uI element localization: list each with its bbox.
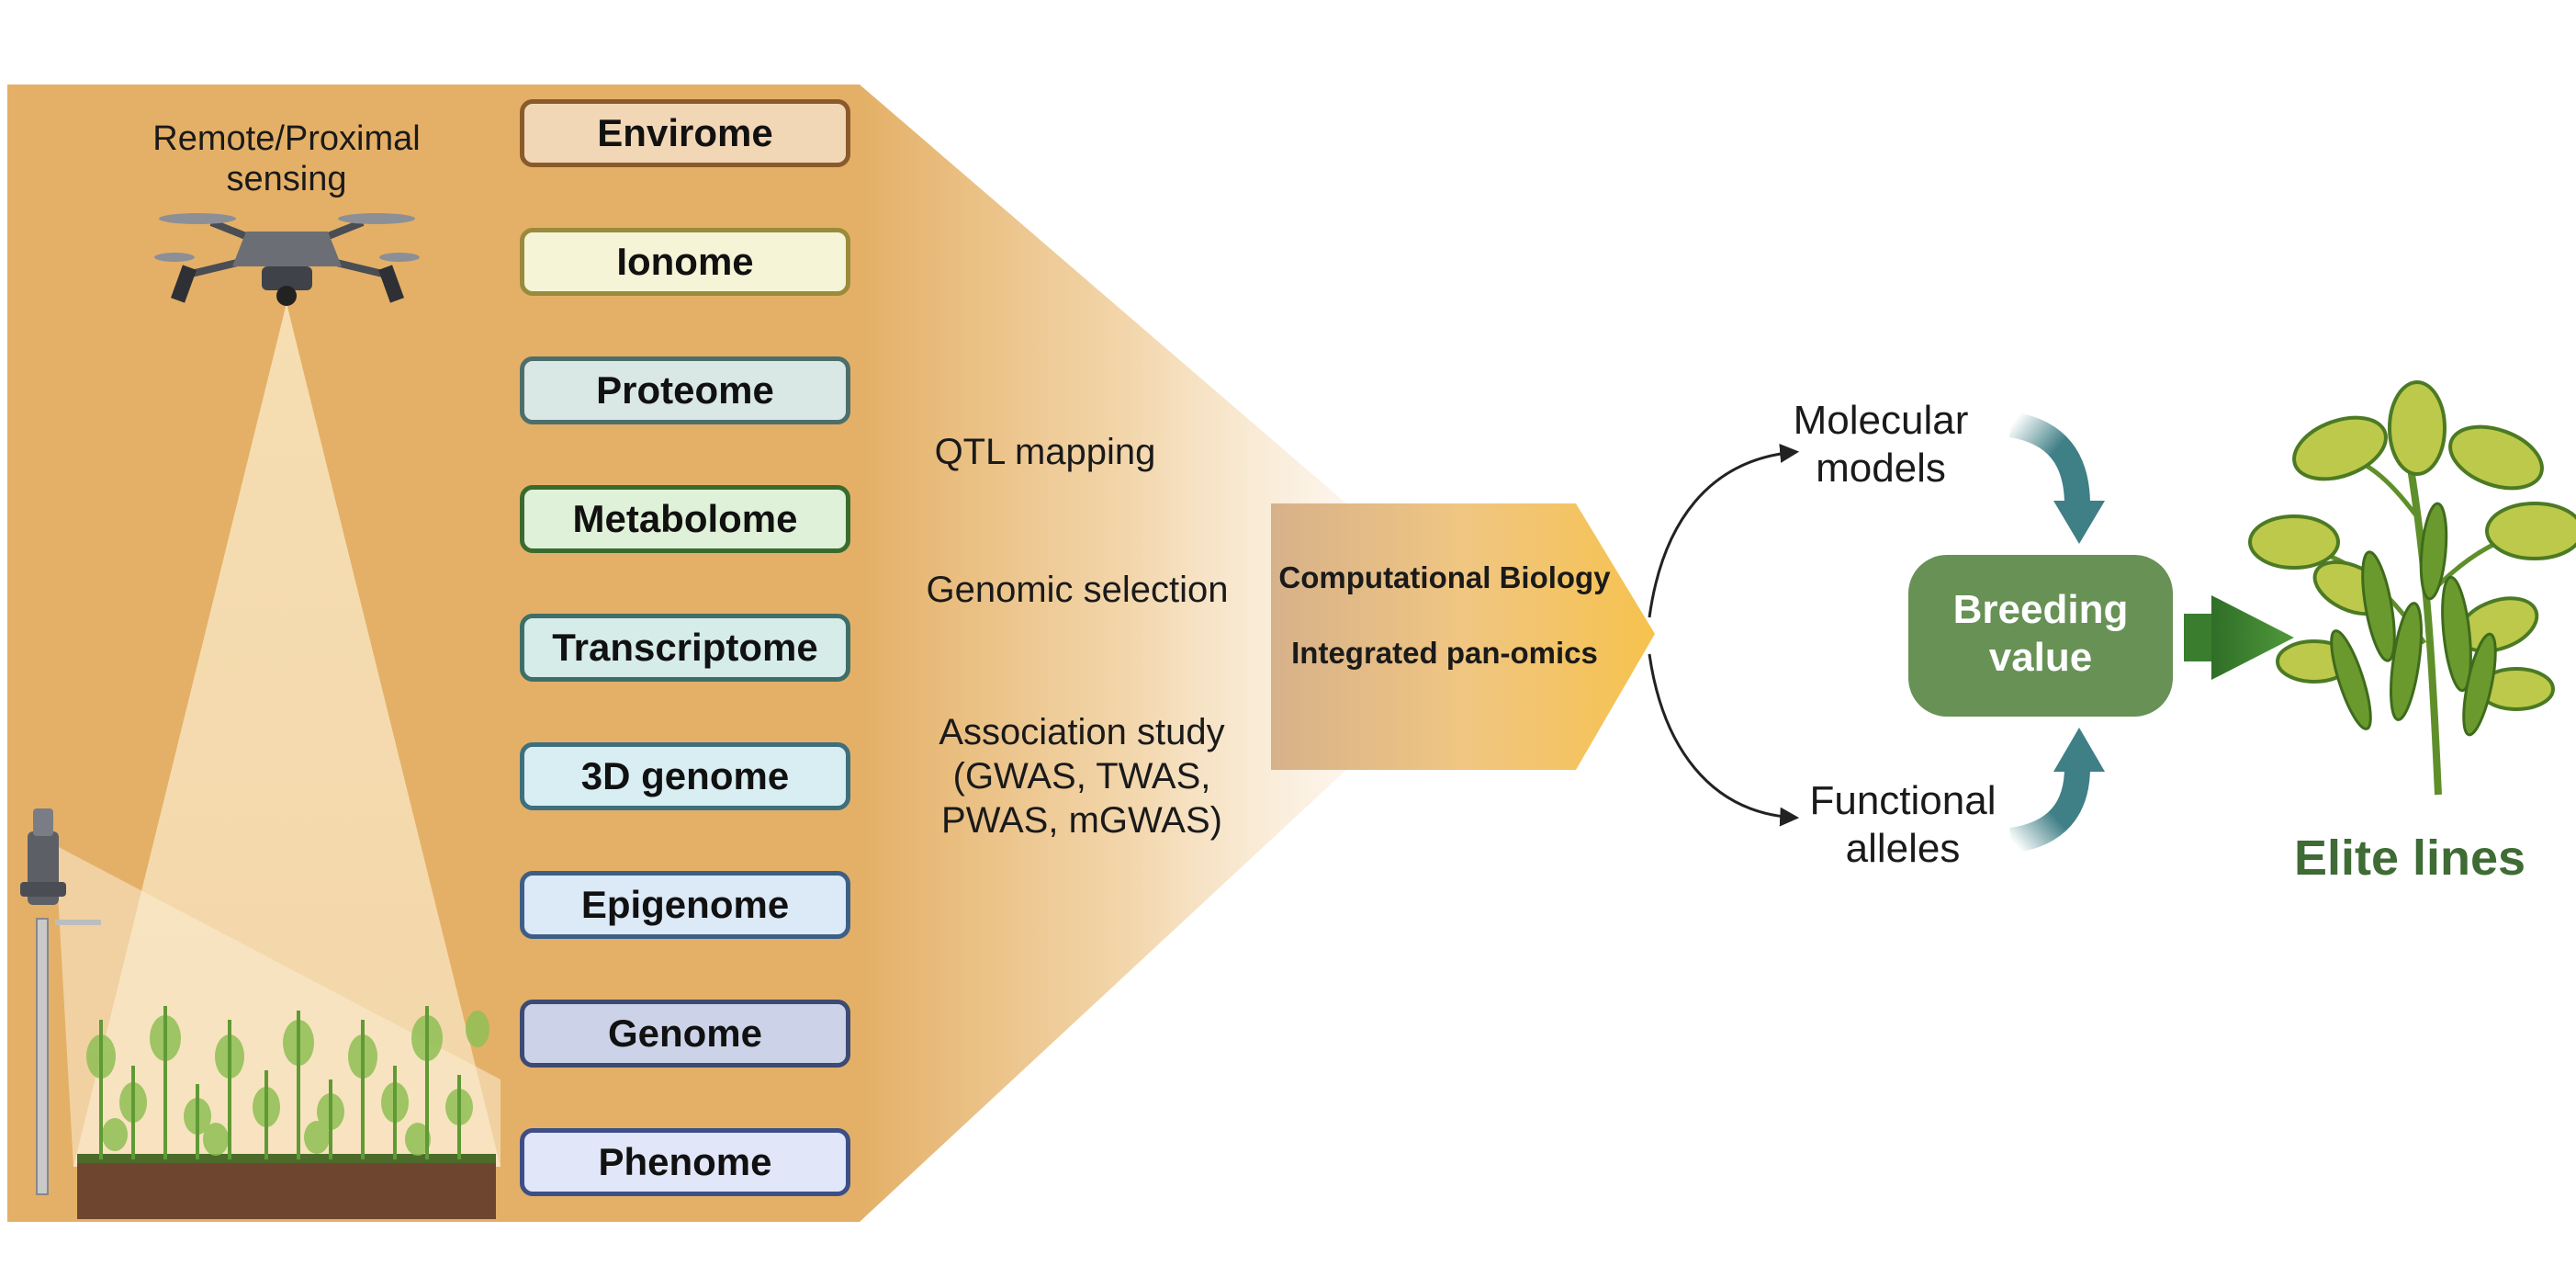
omics-box-label: Ionome — [616, 240, 754, 283]
func-line: Functional — [1809, 778, 1996, 823]
arrow-to-molecular-models — [1648, 443, 1800, 618]
soil — [77, 1159, 496, 1219]
qtl-line: QTL mapping — [935, 432, 1156, 472]
omics-box-label: 3D genome — [580, 754, 790, 797]
omics-box-epigenome: Epigenome — [520, 871, 850, 939]
funnel — [860, 85, 1359, 1222]
arrow-to-functional-alleles — [1648, 653, 1800, 827]
omics-box-ionome: Ionome — [520, 228, 850, 296]
genomic-selection-label: Genomic selection — [926, 570, 1228, 610]
crop-plants-icon — [86, 1006, 489, 1159]
sensing-line: Remote/Proximal — [152, 119, 420, 158]
omics-box-envirome: Envirome — [520, 99, 850, 167]
qtl-mapping-label: QTL mapping — [935, 432, 1156, 472]
breed-line: value — [1989, 635, 2093, 680]
teal-arrow-down-icon — [2008, 412, 2105, 544]
gs-line: Genomic selection — [926, 570, 1228, 610]
teal-arrow-up-icon — [2008, 728, 2105, 853]
elite-line: Elite lines — [2294, 831, 2525, 886]
comp1-line: Computational Biology — [1278, 560, 1611, 594]
assoc-line: Association study — [939, 712, 1224, 752]
sensing-line: sensing — [227, 160, 347, 198]
omics-box-metabolome: Metabolome — [520, 485, 850, 553]
elite-lines-label: Elite lines — [2294, 831, 2525, 886]
association-study-label: Association study(GWAS, TWAS,PWAS, mGWAS… — [939, 712, 1224, 841]
computational-biology-arrow — [1271, 503, 1655, 770]
omics-box-label: Metabolome — [572, 497, 798, 540]
elite-plant-icon — [2248, 380, 2576, 796]
omics-box-transcriptome: Transcriptome — [520, 614, 850, 682]
breed-line: Breeding — [1953, 587, 2129, 632]
omics-box-genome: Genome — [520, 1000, 850, 1068]
integrated-pan-omics-label: Integrated pan-omics — [1291, 636, 1598, 670]
drone-icon — [154, 213, 420, 306]
green-arrow-icon — [2184, 595, 2294, 680]
omics-box-label: Genome — [607, 1011, 763, 1055]
omics-box-label: Envirome — [597, 111, 773, 154]
comp2-line: Integrated pan-omics — [1291, 636, 1598, 670]
computational-biology-label: Computational Biology — [1278, 560, 1611, 594]
omics-box-label: Phenome — [598, 1140, 772, 1183]
mol-line: Molecular — [1794, 398, 1969, 443]
assoc-line: PWAS, mGWAS) — [941, 800, 1222, 841]
mol-line: models — [1816, 446, 1946, 491]
omics-box-proteome: Proteome — [520, 356, 850, 424]
func-line: alleles — [1846, 826, 1961, 871]
breeding-value-box — [1908, 555, 2173, 717]
omics-box-phenome: Phenome — [520, 1128, 850, 1196]
ground-sensor-icon — [20, 808, 101, 1195]
omics-box-label: Proteome — [596, 368, 774, 412]
assoc-line: (GWAS, TWAS, — [953, 756, 1211, 797]
omics-box-label: Epigenome — [580, 883, 790, 926]
omics-box-label: Transcriptome — [552, 626, 818, 669]
omics-box-3d-genome: 3D genome — [520, 742, 850, 810]
